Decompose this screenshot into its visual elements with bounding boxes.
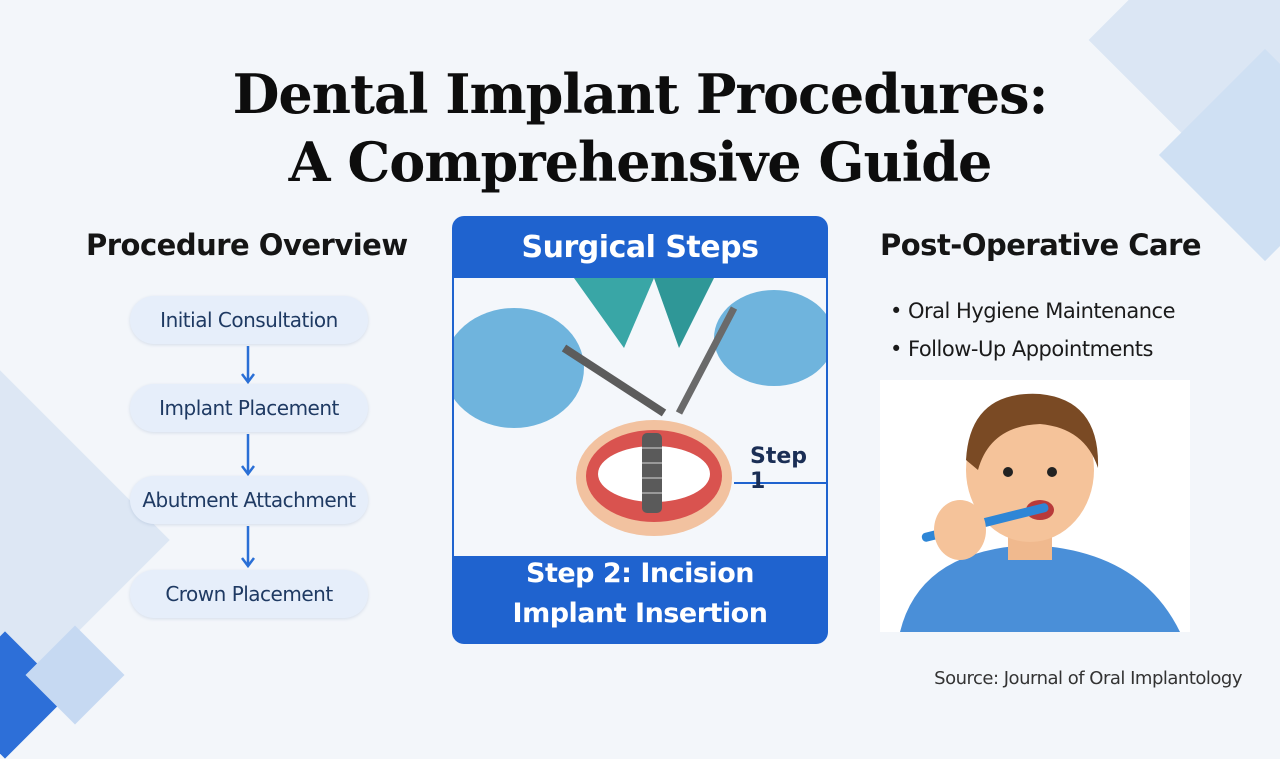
step-pill-implant-placement: Implant Placement (130, 384, 368, 432)
caption-line-2: Implant Insertion (512, 598, 768, 629)
step-pill-initial-consultation: Initial Consultation (130, 296, 368, 344)
list-item: •Oral Hygiene Maintenance (890, 299, 1176, 323)
page-title: Dental Implant Procedures: A Comprehensi… (0, 60, 1280, 196)
care-bullet-list: •Oral Hygiene Maintenance •Follow-Up App… (890, 292, 1176, 368)
surgical-steps-panel: Surgical Steps Step 1 Step 2 (452, 216, 828, 644)
surgical-steps-heading: Surgical Steps (521, 229, 759, 265)
step-pill-abutment-attachment: Abutment Attachment (130, 476, 368, 524)
arrow-down-icon (241, 346, 255, 385)
step-pill-crown-placement: Crown Placement (130, 570, 368, 618)
source-citation: Source: Journal of Oral Implantology (934, 668, 1242, 689)
bullet-text: Follow-Up Appointments (908, 337, 1153, 361)
post-operative-care-heading: Post-Operative Care (880, 228, 1202, 262)
step-1-label: Step 1 (750, 444, 808, 494)
list-item: •Follow-Up Appointments (890, 337, 1153, 361)
bullet-text: Oral Hygiene Maintenance (908, 299, 1176, 323)
surgical-step-caption: Step 2: Incision Implant Insertion (452, 554, 828, 634)
title-line-1: Dental Implant Procedures: (232, 62, 1049, 126)
arrow-down-icon (241, 526, 255, 569)
caption-line-1: Step 2: Incision (526, 558, 755, 589)
title-line-2: A Comprehensive Guide (288, 130, 993, 194)
person-brushing-teeth-illustration (880, 380, 1190, 632)
procedure-overview-heading: Procedure Overview (86, 228, 408, 262)
arrow-down-icon (241, 434, 255, 477)
surgery-illustration (454, 278, 826, 556)
